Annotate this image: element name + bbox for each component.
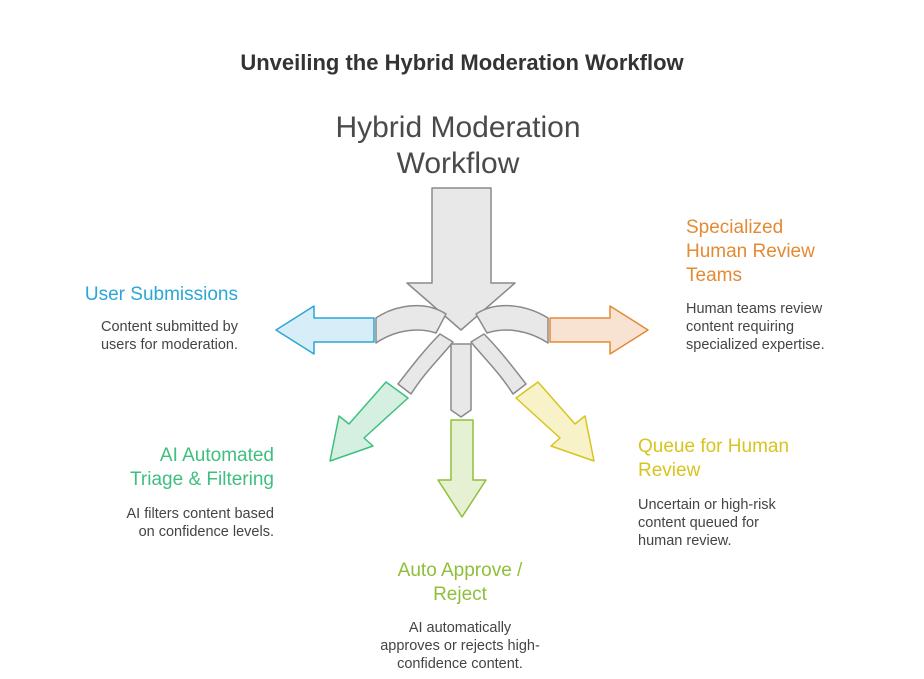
user-submissions-title-line-1: User Submissions	[84, 284, 238, 305]
auto-approve-desc-line-2: approves or rejects high-	[380, 638, 540, 654]
central-down-arrow	[406, 187, 516, 331]
queue-review-desc: Uncertain or high-risk content queued fo…	[638, 496, 878, 550]
ai-triage-title-line-1: AI Automated	[159, 445, 274, 466]
center-title-line-1: Hybrid Moderation	[335, 111, 581, 144]
specialized-teams-title-line-1: Specialized	[686, 217, 784, 238]
page-title: Unveiling the Hybrid Moderation Workflow	[240, 50, 684, 75]
ai-triage-desc-line-2: on confidence levels.	[138, 524, 274, 540]
specialized-teams-desc-line-3: specialized expertise.	[686, 337, 825, 353]
ai-triage-desc: AI filters content based on confidence l…	[74, 505, 275, 541]
specialized-teams-title-line-2: Human Review	[686, 241, 815, 262]
specialized-teams-desc-line-2: content requiring	[686, 319, 795, 335]
branch-right	[475, 304, 549, 344]
auto-approve-desc-line-3: confidence content.	[397, 656, 523, 672]
auto-approve-title-line-1: Auto Approve /	[397, 560, 523, 581]
ai-triage-desc-line-1: AI filters content based	[126, 506, 275, 522]
auto-approve-title: Auto Approve / Reject	[340, 559, 580, 607]
queue-review-desc-line-1: Uncertain or high-risk	[638, 497, 776, 513]
specialized-teams-title-line-3: Teams	[686, 265, 742, 286]
ai-triage-title-line-2: Triage & Filtering	[130, 469, 274, 490]
queue-review-desc-line-2: content queued for	[638, 515, 759, 531]
arrow-auto-approve	[437, 419, 487, 518]
auto-approve-desc-line-1: AI automatically	[408, 620, 512, 636]
branch-lower-right	[470, 333, 527, 395]
ai-triage-title: AI Automated Triage & Filtering	[74, 444, 274, 492]
user-submissions-title: User Submissions	[38, 283, 238, 307]
arrow-specialized-teams	[549, 305, 649, 355]
user-submissions-desc-line-2: users for moderation.	[100, 337, 238, 353]
arrow-queue-review	[515, 381, 595, 462]
arrow-user-submissions	[275, 305, 375, 355]
branch-lower-left	[397, 333, 454, 395]
specialized-teams-title: Specialized Human Review Teams	[686, 216, 906, 288]
specialized-teams-desc: Human teams review content requiring spe…	[686, 300, 906, 354]
arrow-ai-triage	[329, 381, 409, 462]
user-submissions-desc-line-1: Content submitted by	[100, 319, 238, 335]
center-title: Hybrid Moderation Workflow	[300, 110, 616, 182]
queue-review-title: Queue for Human Review	[638, 435, 878, 483]
central-hub	[375, 187, 549, 418]
queue-review-title-line-2: Review	[638, 460, 701, 481]
queue-review-desc-line-3: human review.	[638, 533, 732, 549]
auto-approve-title-line-2: Reject	[433, 584, 487, 605]
queue-review-title-line-1: Queue for Human	[638, 436, 790, 457]
specialized-teams-desc-line-1: Human teams review	[686, 301, 823, 317]
branch-bottom	[450, 343, 472, 418]
auto-approve-desc: AI automatically approves or rejects hig…	[340, 619, 580, 673]
branch-left	[375, 304, 447, 344]
center-title-line-2: Workflow	[396, 147, 520, 180]
user-submissions-desc: Content submitted by users for moderatio…	[38, 318, 238, 354]
